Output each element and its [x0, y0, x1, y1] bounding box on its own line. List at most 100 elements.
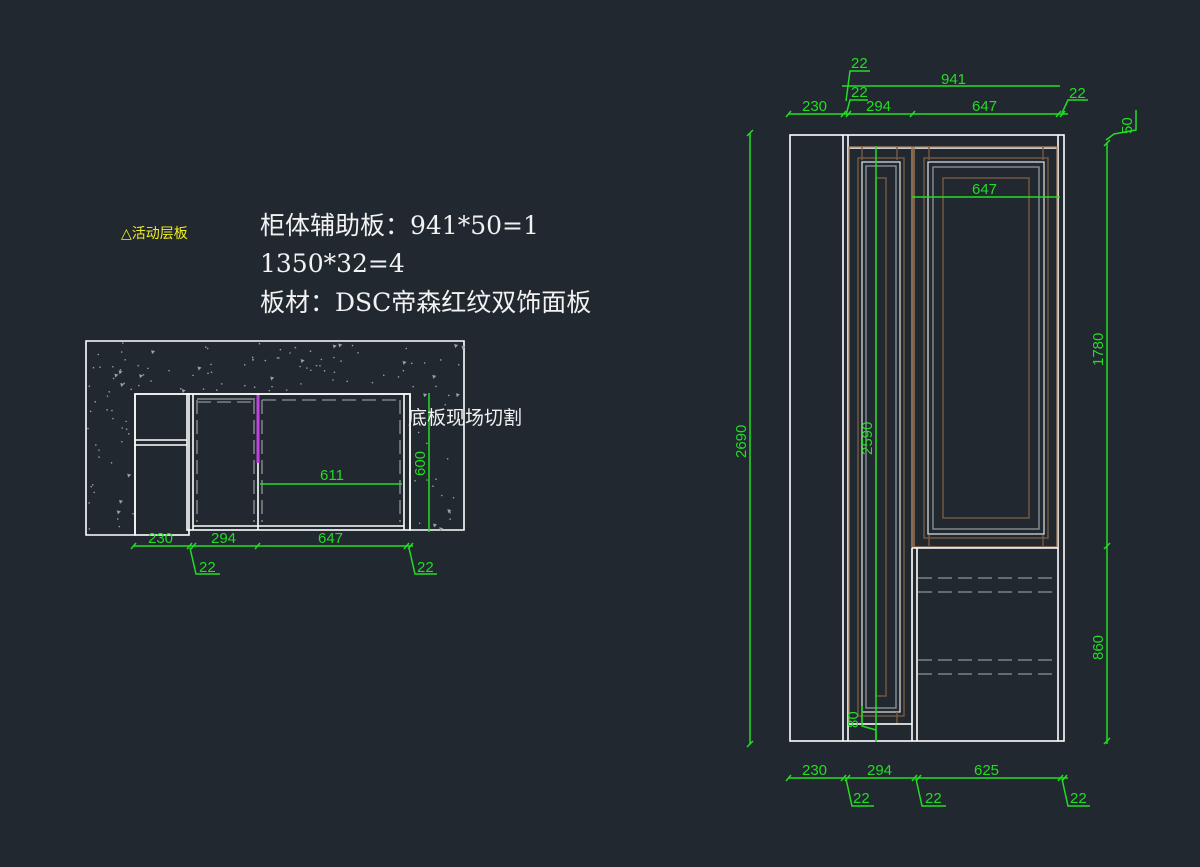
right-door-raised-panel [942, 177, 1030, 519]
hatch-dot [252, 358, 254, 361]
hatch-dot [210, 363, 212, 366]
dim-294-top: 294 [866, 98, 891, 115]
hatch-dot [319, 364, 321, 367]
note-board-size: 1350*32=4 [260, 249, 405, 278]
tick [1055, 110, 1062, 118]
leader-80 [861, 706, 877, 742]
dim-625-bottom: 625 [974, 762, 999, 779]
hatch-dot [94, 401, 97, 403]
hatch-dot [412, 385, 415, 388]
dim-294: 294 [211, 530, 236, 547]
hatch-dot [92, 366, 95, 369]
leader-22 [845, 778, 874, 807]
hatch-dot [351, 344, 354, 347]
hatch-dot [125, 420, 127, 423]
tick [845, 110, 852, 118]
right-door-frame [913, 146, 1058, 548]
hatch-dot [244, 384, 246, 387]
hatch-dot [216, 389, 218, 391]
hatch-dot [410, 362, 413, 365]
hatch-mark [433, 523, 438, 528]
hatch-dot [315, 364, 318, 367]
hatch-dot [268, 389, 271, 392]
dim-860: 860 [1090, 635, 1107, 660]
dim-22-b3: 22 [1070, 790, 1087, 807]
hatch-dot [132, 513, 134, 515]
hatch-dot [432, 485, 434, 488]
hatch-dot [192, 374, 194, 377]
hatch-dot [179, 387, 182, 390]
hatch-dot [121, 427, 124, 429]
hatch-dot [210, 371, 213, 373]
hatch-dot [112, 377, 115, 380]
hatch-dot [111, 409, 113, 412]
hatch-dot [87, 427, 89, 430]
hatch-dot [112, 365, 114, 368]
hatch-mark [127, 473, 132, 478]
hatch-dot [299, 365, 301, 368]
dim-941: 941 [941, 71, 966, 88]
dim-230-top: 230 [802, 98, 827, 115]
elevation-view: 22 941 22 230 294 647 22 50 647 2690 259… [733, 55, 1137, 807]
hatch-dot [88, 528, 91, 530]
movable-shelf-label: △活动层板 [121, 226, 188, 242]
hatch-dot [279, 348, 282, 351]
hatch-mark [181, 389, 186, 394]
leader-22 [915, 778, 946, 807]
hatch-dot [220, 383, 223, 385]
leader-22 [1061, 778, 1090, 807]
hatch-mark [423, 393, 428, 398]
dim-647-top: 647 [972, 98, 997, 115]
hatch-mark [338, 343, 343, 348]
hatch-dot [110, 461, 113, 464]
dim-22-right: 22 [417, 559, 434, 576]
dim-611: 611 [320, 467, 344, 484]
hatch-dot [333, 371, 336, 374]
hatch-dot [449, 518, 451, 520]
floor-cut-note: 底板现场切割 [408, 407, 522, 429]
hatch-dot [332, 379, 334, 381]
hatch-dot [346, 380, 348, 383]
hatch-dot [204, 346, 207, 348]
hatch-dot [340, 360, 342, 362]
dim-22-top: 22 [851, 55, 868, 72]
hatch-dot [448, 394, 450, 397]
dim-230: 230 [148, 530, 173, 547]
hatch-dot [118, 525, 121, 528]
hatch-dot [130, 388, 132, 391]
leader-50 [1105, 110, 1137, 141]
hatch-dot [446, 457, 449, 460]
hatch-dot [106, 395, 109, 397]
tick [840, 110, 847, 118]
hatch-dot [206, 347, 209, 350]
right-door-inner [927, 161, 1045, 535]
hatch-dot [271, 385, 273, 388]
dim-647-door: 647 [972, 181, 997, 198]
leader-22 [845, 99, 868, 116]
hatch-dot [309, 369, 312, 372]
hatch-dot [251, 356, 254, 359]
hatch-mark [270, 376, 275, 381]
hatch-dot [98, 456, 100, 458]
hatch-dot [258, 342, 261, 345]
tick [1103, 542, 1111, 550]
tick [746, 129, 754, 137]
hatch-dot [323, 370, 326, 372]
hatch-mark [119, 499, 124, 504]
hatch-dot [397, 376, 400, 378]
hatch-mark [454, 343, 459, 348]
hatch-dot [119, 369, 122, 371]
hatch-mark [332, 344, 337, 349]
hatch-dot [168, 369, 170, 372]
hatch-mark [402, 360, 407, 365]
dim-294-bottom: 294 [867, 762, 892, 779]
tick [190, 542, 197, 550]
hatch-dot [444, 403, 447, 406]
hatch-dot [435, 478, 437, 481]
hatch-dot [147, 367, 149, 370]
hatch-dot [357, 352, 359, 354]
hatch-dot [90, 485, 92, 488]
leader-22 [845, 70, 870, 102]
note-material: 板材：DSC帝森红纹双饰面板 [260, 288, 591, 317]
